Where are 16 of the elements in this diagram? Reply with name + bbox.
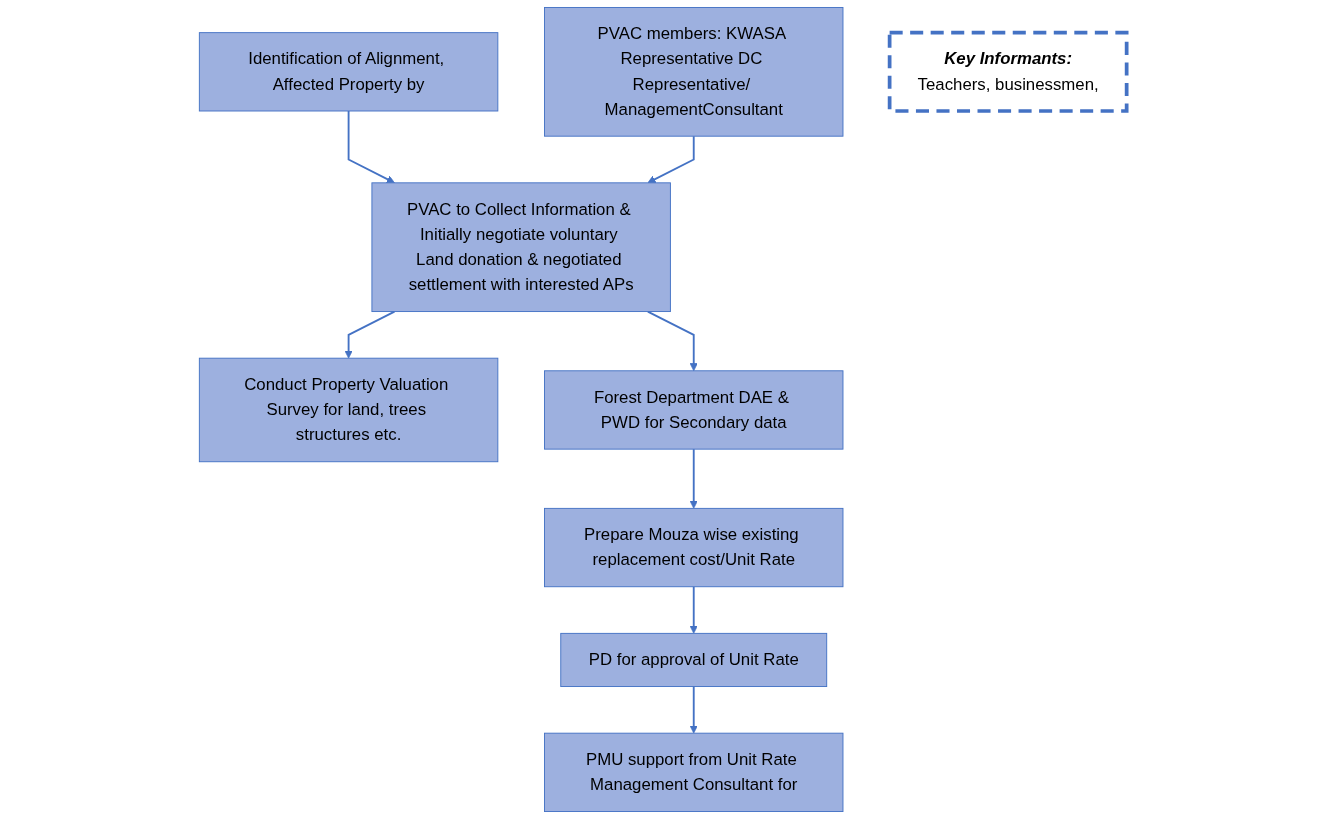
node-box: Key Informants: Teachers, businessmen, <box>887 30 1129 113</box>
node-box: Forest Department DAE & PWD for Secondary data <box>544 370 844 450</box>
arrow <box>646 310 698 372</box>
arrow <box>647 135 695 184</box>
arrow <box>347 110 395 184</box>
arrow <box>344 310 396 359</box>
node-box: Prepare Mouza wise existing replacement cost/Unit Rate <box>544 507 844 588</box>
arrow <box>689 448 698 509</box>
node-box: PVAC members: KWASA Representative DC Representative/ ManagementConsultant <box>544 7 844 137</box>
node-box: Conduct Property Valuation Survey for land, trees structures etc. <box>198 357 499 463</box>
node-box: PD for approval of Unit Rate <box>560 632 828 687</box>
node-box: Identification of Alignment, Affected Property by <box>198 32 499 112</box>
node-box: PMU support from Unit Rate Management Consultant for <box>544 732 844 812</box>
arrow <box>689 585 698 634</box>
node-box: PVAC to Collect Information & Initially negotiate voluntary Land donation & negotiated settlement with interested APs <box>371 182 671 313</box>
arrow <box>689 685 698 734</box>
